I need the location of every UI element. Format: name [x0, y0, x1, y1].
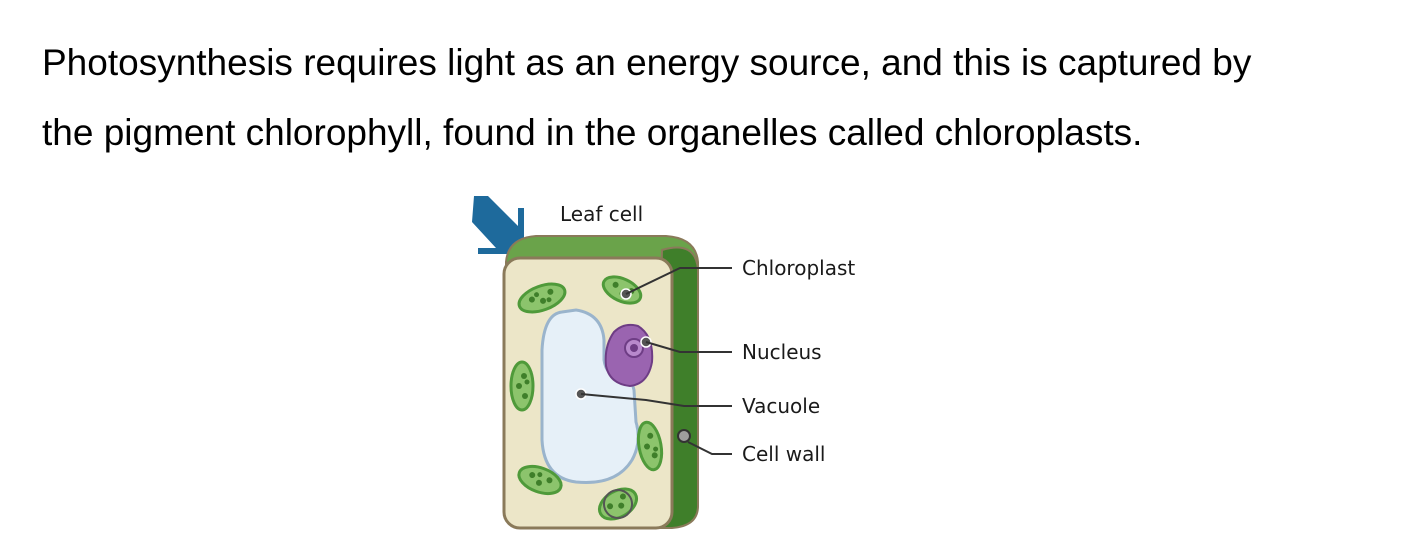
- light-arrow-icon: [472, 196, 524, 254]
- diagram-title: Leaf cell: [560, 202, 644, 226]
- leaf-cell-diagram: Leaf cell Chloroplast Nucleus Vacuole Ce…: [466, 190, 886, 540]
- label-nucleus: Nucleus: [742, 340, 822, 364]
- intro-paragraph: Photosynthesis requires light as an ener…: [42, 28, 1382, 168]
- nucleus: [604, 323, 654, 388]
- label-chloroplast: Chloroplast: [742, 256, 856, 280]
- leader-lines: [575, 267, 732, 455]
- label-cell-wall: Cell wall: [742, 442, 826, 466]
- leaf-cell-illustration: [472, 196, 732, 530]
- paragraph-line-2: the pigment chlorophyll, found in the or…: [42, 112, 1143, 153]
- label-vacuole: Vacuole: [742, 394, 821, 418]
- paragraph-line-1: Photosynthesis requires light as an ener…: [42, 42, 1252, 83]
